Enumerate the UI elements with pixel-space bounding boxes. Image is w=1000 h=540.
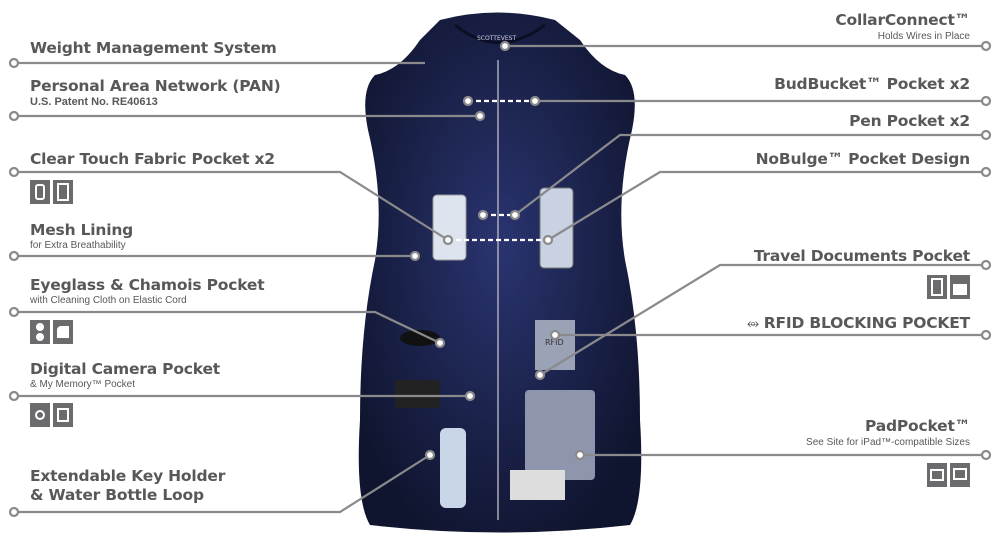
rfid-signal-icon: ⥈: [746, 314, 764, 332]
phone-icon: [30, 180, 50, 204]
callout-lines: [14, 44, 986, 514]
rfid-tag-label: RFID: [545, 338, 564, 347]
book-icon: [927, 463, 947, 487]
label-eyeglass: Eyeglass & Chamois Pocket: [30, 276, 265, 294]
label-key-holder: Extendable Key Holder: [30, 467, 226, 485]
label-collarconnect-sub: Holds Wires in Place: [877, 31, 970, 42]
boarding-pass-icon: [927, 275, 947, 299]
label-padpocket-sub: See Site for iPad™-compatible Sizes: [806, 437, 970, 448]
label-weight-management: Weight Management System: [30, 39, 277, 57]
vest-brand-label: SCOTTEVEST: [477, 35, 516, 42]
label-rfid-text: RFID BLOCKING POCKET: [763, 314, 970, 332]
label-camera-sub: & My Memory™ Pocket: [30, 379, 136, 390]
label-collarconnect: CollarConnect™: [835, 11, 970, 29]
music-player-icon: [53, 180, 73, 204]
label-budbucket: BudBucket™ Pocket x2: [774, 75, 970, 93]
callout-dots: [8, 40, 992, 518]
label-pan: Personal Area Network (PAN): [30, 77, 281, 95]
label-camera: Digital Camera Pocket: [30, 360, 220, 378]
label-water-bottle: & Water Bottle Loop: [30, 486, 204, 504]
passport-icon: [950, 275, 970, 299]
label-pen-pocket: Pen Pocket x2: [849, 112, 970, 130]
label-nobulge: NoBulge™ Pocket Design: [755, 150, 971, 168]
label-mesh-lining: Mesh Lining: [30, 221, 134, 239]
label-eyeglass-sub: with Cleaning Cloth on Elastic Cord: [30, 295, 187, 306]
laptop-icon: [950, 463, 970, 487]
memory-card-icon: [53, 403, 73, 427]
label-mesh-sub: for Extra Breathability: [30, 240, 126, 251]
camera-icon: [30, 403, 50, 427]
chamois-cloth-icon: [53, 320, 73, 344]
label-pan-patent: U.S. Patent No. RE40613: [30, 96, 158, 108]
label-travel-docs: Travel Documents Pocket: [753, 247, 970, 265]
eyeglasses-icon: [30, 320, 50, 344]
label-padpocket: PadPocket™: [864, 417, 970, 435]
label-clear-touch: Clear Touch Fabric Pocket x2: [30, 150, 275, 168]
label-rfid: ⥈ RFID BLOCKING POCKET: [747, 314, 970, 333]
